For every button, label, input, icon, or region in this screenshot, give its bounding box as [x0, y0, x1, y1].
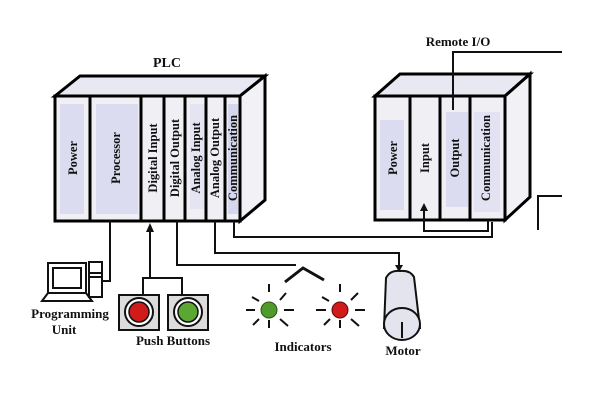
plc-rack: PLC Power Processor Digital Input Digita…: [50, 56, 270, 225]
remote-module-power: Power: [386, 141, 400, 175]
ray: [350, 318, 360, 327]
arrow-digital-input: [146, 223, 154, 232]
remote-io-rack: Remote I/O Power Input Output Communicat…: [371, 34, 534, 224]
motor-label: Motor: [385, 343, 421, 358]
plc-module-power: Power: [66, 141, 80, 175]
push-button-red: [118, 294, 160, 331]
plc-module-processor: Processor: [109, 132, 123, 184]
programming-unit-label-2: Unit: [52, 322, 77, 337]
plc-module-digital-input: Digital Input: [146, 123, 160, 193]
indicator-wire-fork: [284, 266, 325, 284]
screen-icon: [52, 267, 82, 289]
plc-module-communication: Communication: [226, 115, 240, 201]
plc-module-analog-output: Analog Output: [208, 117, 222, 198]
push-button-green: [167, 294, 209, 331]
plc-module-digital-output: Digital Output: [168, 118, 182, 197]
module-shade: [60, 104, 84, 214]
ray: [252, 318, 260, 326]
wire-remote-side: [537, 195, 562, 230]
module-shade: [380, 120, 404, 210]
remote-module-communication: Communication: [479, 115, 493, 201]
ray: [350, 292, 359, 301]
ray: [279, 292, 287, 301]
arrow-remote-input: [420, 203, 428, 211]
push-buttons-label: Push Buttons: [136, 333, 210, 348]
module-shade: [190, 104, 206, 209]
module-shade: [96, 104, 138, 214]
indicator-green: [246, 284, 294, 328]
wiring: [100, 51, 562, 295]
ray: [279, 318, 289, 327]
module-shade: [228, 104, 238, 214]
remote-module-input: Input: [418, 142, 432, 173]
red-button-icon: [128, 301, 150, 323]
wire-remote-loop: [423, 210, 489, 232]
plc-top-face: [50, 74, 270, 98]
ray: [323, 318, 331, 326]
plc-module-analog-input: Analog Input: [189, 122, 203, 194]
wire-analog-output-motor: [214, 221, 400, 268]
module-shade: [474, 112, 500, 212]
remote-module-output: Output: [448, 138, 462, 178]
indicator-red: [316, 284, 365, 328]
tower-icon: [88, 261, 103, 298]
plc-front: [53, 94, 242, 223]
plc-side-face: [238, 72, 267, 225]
motor-icon: [382, 269, 422, 341]
remote-io-label: Remote I/O: [426, 34, 491, 49]
ray: [321, 296, 330, 302]
red-indicator-icon: [331, 301, 349, 319]
wire-plc-to-remote: [233, 221, 493, 238]
keyboard-icon: [40, 292, 94, 302]
green-indicator-icon: [260, 301, 278, 319]
indicators-label: Indicators: [274, 339, 331, 354]
wire-push-button-split: [142, 277, 183, 295]
wire-programming-unit: [100, 221, 111, 282]
programming-unit-label-1: Programming: [31, 306, 109, 321]
green-button-icon: [177, 301, 199, 323]
module-shade: [446, 112, 468, 207]
wire-remote-output: [452, 51, 562, 110]
plc-label: PLC: [153, 56, 181, 71]
ray: [251, 296, 260, 302]
remote-side-face: [503, 70, 532, 224]
wire-digital-output-indicators: [176, 221, 296, 266]
arrow-motor: [395, 265, 403, 272]
programming-unit-icon: [40, 261, 103, 302]
